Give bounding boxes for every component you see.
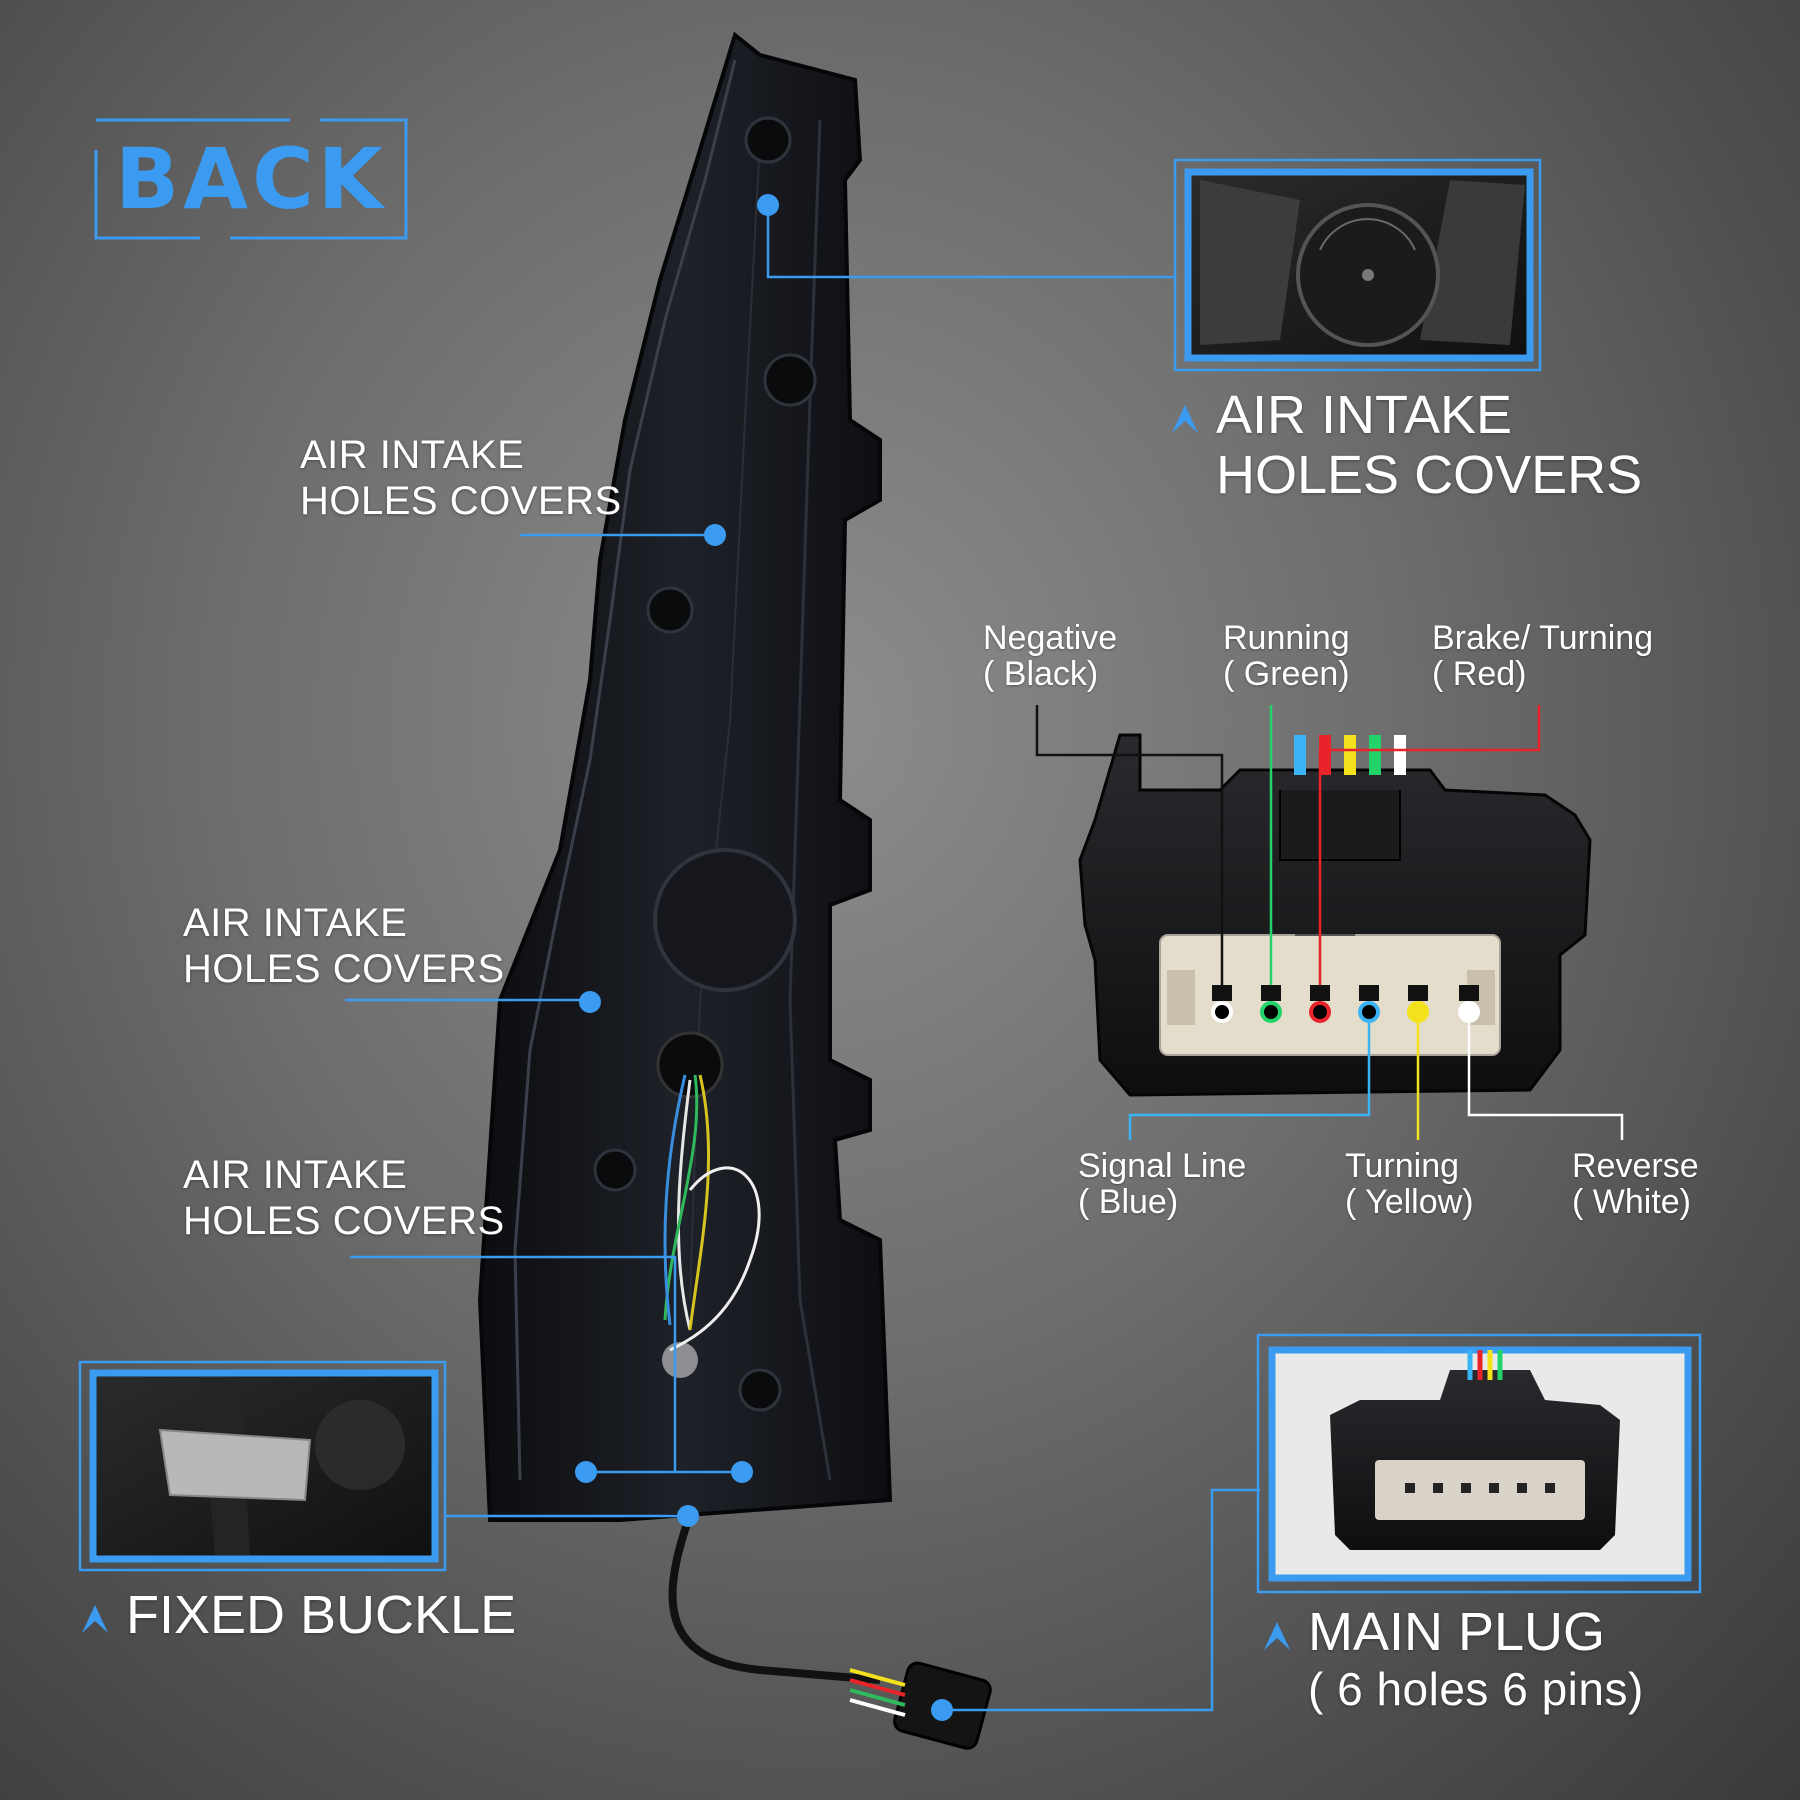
callout-line-1: AIR INTAKE xyxy=(300,433,525,477)
page-title: BACK xyxy=(115,130,387,228)
main-plug-label: MAIN PLUG xyxy=(1308,1602,1606,1662)
pin-color: ( Black) xyxy=(983,655,1099,693)
pin-leader-lines xyxy=(1035,705,1624,1140)
pin-color: ( Blue) xyxy=(1078,1183,1179,1221)
tail-light-back-housing xyxy=(477,31,992,1750)
pin-label-running: Running ( Green) xyxy=(1223,620,1350,692)
main-plug-photo xyxy=(1256,1333,1702,1594)
pigtail-plug xyxy=(849,1661,992,1750)
air-intake-callout-3: AIR INTAKE HOLES COVERS xyxy=(183,1152,505,1244)
callout-line-2: HOLES COVERS xyxy=(1216,445,1643,505)
air-intake-cover-photo xyxy=(1173,158,1542,372)
pin-name: Signal Line xyxy=(1078,1147,1247,1185)
callout-line-2: HOLES COVERS xyxy=(300,479,622,523)
callout-line-1: AIR INTAKE xyxy=(183,901,408,945)
pin-label-reverse: Reverse ( White) xyxy=(1572,1148,1699,1220)
air-intake-callout-1: AIR INTAKE HOLES COVERS xyxy=(300,432,622,524)
pin-label-brake-turning: Brake/ Turning ( Red) xyxy=(1432,620,1653,692)
pin-name: Turning xyxy=(1345,1147,1460,1185)
pin-white xyxy=(1458,985,1480,1023)
pin-black xyxy=(1211,985,1233,1023)
callout-lines xyxy=(345,200,1260,1712)
callout-line-1: AIR INTAKE xyxy=(1216,385,1513,445)
caret-up-icon xyxy=(1262,1616,1290,1650)
pin-name: Brake/ Turning xyxy=(1432,619,1654,657)
air-intake-top-callout: AIR INTAKE HOLES COVERS xyxy=(1170,385,1642,505)
pin-name: Running xyxy=(1223,619,1350,657)
pin-color: ( Green) xyxy=(1223,655,1350,693)
pin-name: Negative xyxy=(983,619,1118,657)
pin-color: ( Red) xyxy=(1432,655,1527,693)
pin-yellow xyxy=(1407,985,1429,1023)
fixed-buckle-photo xyxy=(78,1360,447,1572)
callout-line-1: AIR INTAKE xyxy=(183,1153,408,1197)
air-intake-callout-2: AIR INTAKE HOLES COVERS xyxy=(183,900,505,992)
main-plug-callout: MAIN PLUG ( 6 holes 6 pins) xyxy=(1262,1602,1644,1716)
fixed-buckle-label: FIXED BUCKLE xyxy=(126,1585,517,1645)
pin-color: ( White) xyxy=(1572,1183,1691,1221)
pin-label-negative: Negative ( Black) xyxy=(983,620,1117,692)
callout-line-2: HOLES COVERS xyxy=(183,947,505,991)
fixed-buckle-callout: FIXED BUCKLE xyxy=(80,1585,516,1645)
main-plug-sublabel: ( 6 holes 6 pins) xyxy=(1308,1663,1644,1715)
pin-name: Reverse xyxy=(1572,1147,1699,1185)
callout-line-2: HOLES COVERS xyxy=(183,1199,505,1243)
pin-blue xyxy=(1358,985,1380,1023)
pin-green xyxy=(1260,985,1282,1023)
pin-color: ( Yellow) xyxy=(1345,1183,1474,1221)
pin-label-turning: Turning ( Yellow) xyxy=(1345,1148,1474,1220)
callout-dots xyxy=(575,194,953,1721)
connector-pins xyxy=(1211,985,1480,1023)
caret-up-icon xyxy=(1170,399,1198,433)
connector-face xyxy=(1078,733,1592,1097)
pin-red xyxy=(1309,985,1331,1023)
back-title-frame xyxy=(94,118,408,240)
pin-label-signal-line: Signal Line ( Blue) xyxy=(1078,1148,1246,1220)
caret-up-icon xyxy=(80,1599,108,1633)
